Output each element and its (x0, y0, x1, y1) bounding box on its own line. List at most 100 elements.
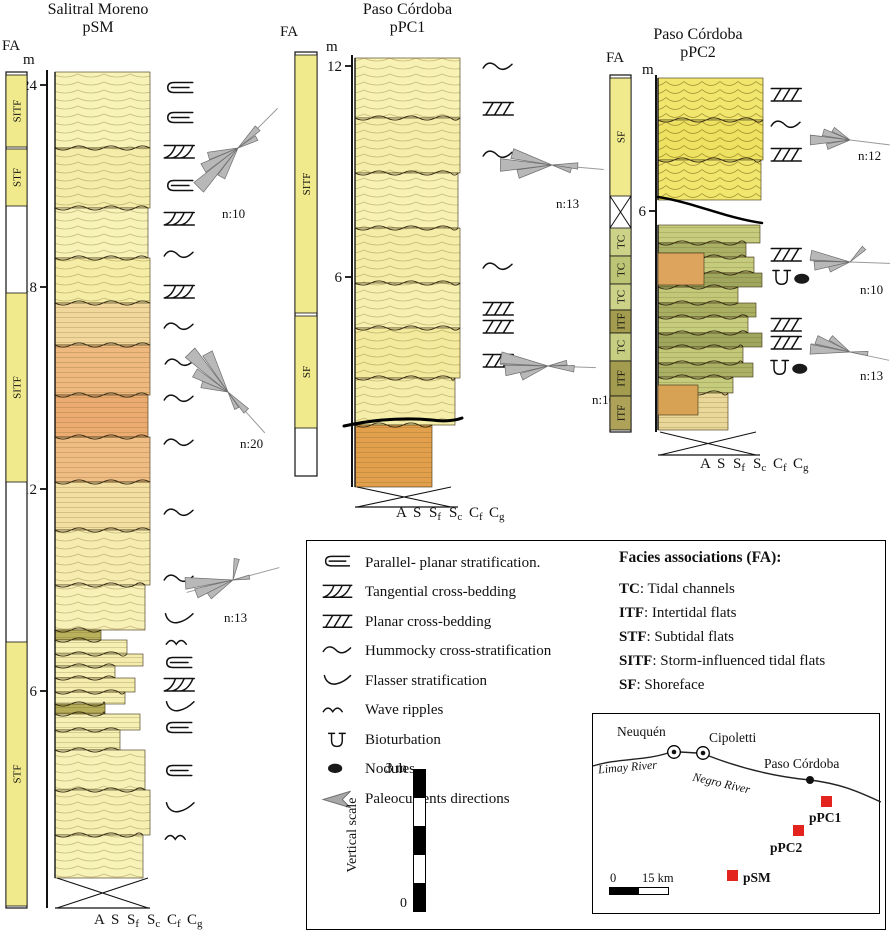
rose-petal (184, 347, 229, 393)
rose-count-label: n:13 (224, 610, 247, 625)
paso-cordoba-dot (806, 776, 814, 784)
legend-item: Planar cross-bedding (319, 613, 551, 631)
grain-size-label: A (94, 912, 105, 928)
rose-petal (547, 359, 568, 367)
fa-segment (5, 74, 28, 148)
rose-petal (504, 364, 549, 377)
flasser-icon-shape (323, 674, 352, 685)
rose-petal (828, 335, 851, 353)
hummocky-icon-shape (322, 646, 352, 654)
bed-contact-line (54, 205, 149, 211)
bed-contact-line (54, 145, 151, 151)
tangential-symbol (163, 144, 195, 159)
vertical-scale-bottom-value: 0 (400, 896, 407, 911)
facies-abbr: SITF (619, 653, 653, 669)
bed-contact-line (54, 727, 120, 733)
legend-box: Parallel- planar stratification.Tangenti… (306, 540, 886, 930)
fa-gap-covered-x (609, 195, 632, 229)
rose-petal (200, 380, 229, 393)
section-title-line1: Salitral Moreno (47, 1, 149, 18)
fa-segment-label: STF (12, 168, 24, 187)
map-graphics (592, 745, 882, 803)
grain-size-label: Cf (167, 912, 181, 930)
flasser-symbol (164, 613, 194, 624)
parallel-symbol (166, 81, 194, 94)
fa-segment-label: SF (301, 366, 313, 378)
cipoletti-label: Cipoletti (709, 730, 757, 745)
fa-axis-label-psm: FA (2, 38, 21, 54)
facies-item-stf: STF: Subtidal flats (619, 629, 825, 646)
parallel-icon-shape (324, 555, 351, 567)
parallel-symbol (165, 721, 193, 734)
legend-item-label: Flasser stratification (365, 672, 488, 689)
limay-river-line (592, 752, 669, 767)
bed-contact-line (354, 422, 433, 428)
legend-item-label: Hummocky cross-stratification (365, 643, 552, 659)
rose-petal (237, 125, 261, 149)
litho-band-texture (658, 303, 756, 317)
hummocky-symbol (482, 262, 513, 271)
bed-contact-line (657, 240, 747, 246)
grain-size-label: A (396, 505, 407, 521)
litho-band-texture (55, 692, 125, 704)
axis-tick-label: 6 (639, 204, 647, 220)
fa-segment (609, 77, 632, 197)
grain-size-label: Cf (469, 505, 483, 523)
rose-petal (206, 579, 234, 600)
meters-axis-label-psm: m (23, 52, 35, 68)
legend-item: Tangential cross-bedding (319, 584, 551, 602)
nodule-icon-shape (328, 763, 343, 774)
rose-diagram: n:13 (500, 148, 604, 211)
scale-segment (639, 888, 668, 894)
litho-band-texture (55, 678, 135, 692)
tangential-symbol (163, 677, 195, 692)
location-map: Neuquén Cipoletti Limay River Negro Rive… (592, 713, 882, 914)
rose-petal (237, 135, 259, 149)
fa-segment (5, 641, 28, 907)
nodule-symbol (792, 363, 808, 374)
litho-band-texture (658, 363, 753, 377)
section-title-line1: Paso Córdoba (362, 1, 453, 18)
facies-abbr: ITF (619, 605, 645, 621)
rose-petal (814, 335, 851, 353)
planar-symbol (482, 101, 514, 116)
flasser-symbol (165, 802, 195, 813)
hummocky-symbol (163, 250, 194, 259)
fa-segment-label: TC (616, 235, 628, 249)
planar-symbol (770, 317, 802, 332)
covered-interval-x (56, 877, 149, 909)
bed-contact-line (54, 434, 149, 440)
bed-contact-line (657, 374, 734, 380)
rose-diagram: n:13 (809, 335, 890, 383)
bed-contact-line (54, 392, 149, 398)
litho-band-texture (355, 425, 432, 487)
grain-size-label: S (413, 505, 421, 521)
fa-segment-label: TC (616, 290, 628, 304)
facies-item-sf: SF: Shoreface (619, 677, 825, 694)
litho-band-texture (55, 72, 150, 148)
wave-symbol (165, 639, 187, 646)
scale-segment (414, 770, 425, 799)
rose-petal (500, 158, 553, 172)
legend-symbol-list: Parallel- planar stratification.Tangenti… (319, 554, 551, 820)
axis-tick-label: 6 (335, 270, 343, 286)
facies-desc: : Subtidal flats (646, 629, 735, 645)
bed-contact-line (354, 225, 459, 231)
parallel-symbol (166, 179, 194, 192)
litho-band-texture (55, 437, 150, 482)
litho-band-texture (658, 225, 760, 243)
wave-symbol (164, 834, 186, 841)
litho-band-texture (55, 585, 145, 630)
litho-band-texture (658, 78, 763, 120)
grain-size-label: A (700, 456, 711, 472)
litho-band-texture (658, 347, 743, 363)
rose-diagram: n:16 (499, 351, 616, 407)
section-title-ppc1: Paso Córdoba pPC1 (330, 1, 485, 37)
scale-segment (610, 888, 639, 894)
site-label-psm: pSM (743, 870, 771, 885)
bed-contact-line (54, 637, 102, 643)
meters-axis-label-ppc1: m (326, 39, 338, 55)
bed-contact-line (657, 117, 764, 123)
bed-contact-line (354, 170, 459, 176)
